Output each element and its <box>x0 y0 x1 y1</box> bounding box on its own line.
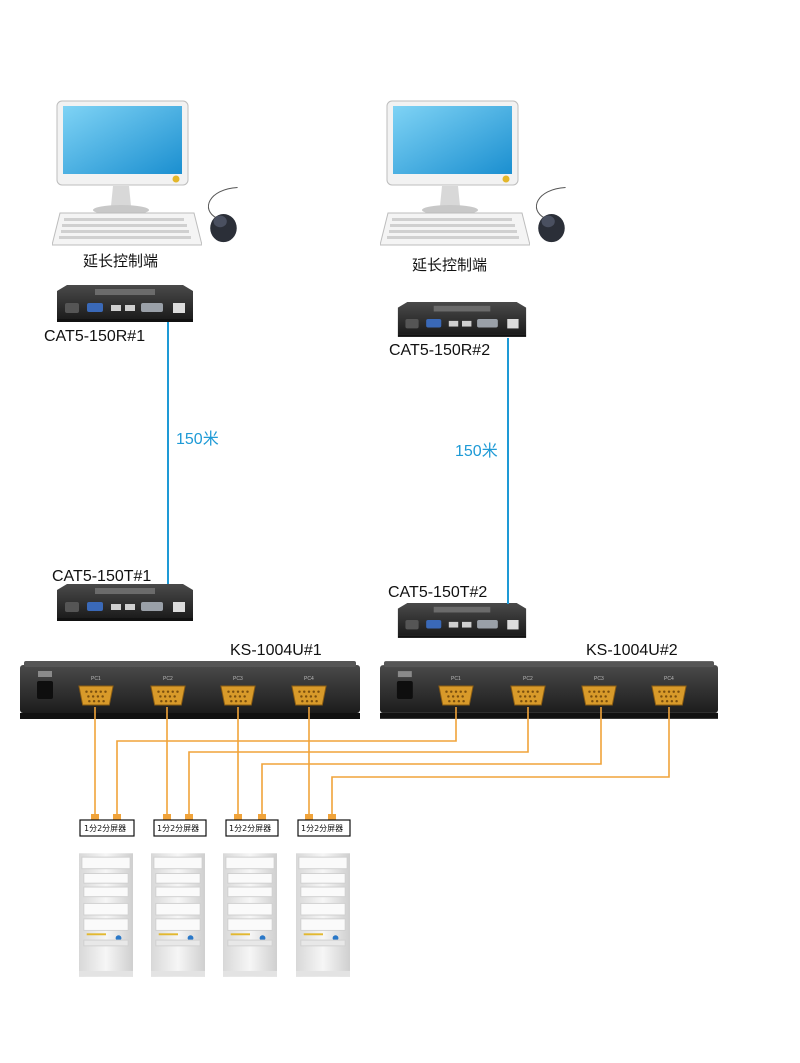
vga-port-icon <box>220 685 256 706</box>
vga-cable <box>261 707 602 817</box>
vga-cables <box>94 707 670 817</box>
pc-tower-icon <box>296 852 350 978</box>
console-label: 延长控制端 <box>412 256 487 274</box>
port-label: PC3 <box>594 676 604 682</box>
switch-label: KS-1004U#2 <box>586 642 678 659</box>
vga-port-icon <box>78 685 114 706</box>
keyboard-icon <box>380 212 530 246</box>
distance-label: 150米 <box>176 430 219 448</box>
vga-port-icon <box>291 685 327 706</box>
kvm-extender-icon <box>57 584 193 621</box>
pc-tower-icon <box>151 852 205 978</box>
vga-cable <box>188 707 529 817</box>
console-1: 延长控制端 CAT5-150R#1 150米 CAT5-150T#1 <box>44 100 239 621</box>
mouse-icon <box>207 186 239 243</box>
pc-tower-icon <box>79 852 133 978</box>
receiver-label: CAT5-150R#1 <box>44 328 145 345</box>
port-label: PC2 <box>163 676 173 682</box>
transmitter-label: CAT5-150T#2 <box>388 584 487 601</box>
splitter-4: 1分2分屏器 <box>297 814 351 837</box>
kvm-extender-icon <box>57 285 193 322</box>
splitter-2: 1分2分屏器 <box>153 814 207 837</box>
splitter-label: 1分2分屏器 <box>229 824 271 833</box>
splitter-3: 1分2分屏器 <box>225 814 279 837</box>
pc-tower-icon <box>223 852 277 978</box>
vga-port-icon <box>581 685 617 706</box>
switch-label: KS-1004U#1 <box>230 642 322 659</box>
keyboard-icon <box>52 212 202 246</box>
splitter-icon <box>79 819 135 837</box>
console-2: 延长控制端 CAT5-150R#2 150米 CAT5-150T#2 <box>380 100 567 638</box>
vga-cable <box>116 707 457 817</box>
splitter-label: 1分2分屏器 <box>301 824 343 833</box>
kvm-extender-icon <box>397 603 527 638</box>
port-label: PC2 <box>523 676 533 682</box>
splitter-icon <box>297 819 351 837</box>
distance-label: 150米 <box>455 442 498 460</box>
port-label: PC1 <box>451 676 461 682</box>
splitter-label: 1分2分屏器 <box>84 824 126 833</box>
kvm-extender-icon <box>397 302 527 337</box>
port-label: PC1 <box>91 676 101 682</box>
vga-port-icon <box>510 685 546 706</box>
monitor-icon <box>56 100 189 215</box>
port-label: PC4 <box>664 676 674 682</box>
splitter-icon <box>225 819 279 837</box>
receiver-label: CAT5-150R#2 <box>389 342 490 359</box>
kvm-switch-2: KS-1004U#2 PC1 PC2 PC3 PC4 <box>380 642 718 719</box>
transmitter-label: CAT5-150T#1 <box>52 568 151 585</box>
mouse-icon <box>535 186 567 243</box>
console-label: 延长控制端 <box>83 252 158 270</box>
vga-port-icon <box>150 685 186 706</box>
port-label: PC3 <box>233 676 243 682</box>
monitor-icon <box>386 100 519 215</box>
vga-port-icon <box>651 685 687 706</box>
port-label: PC4 <box>304 676 314 682</box>
splitter-icon <box>153 819 207 837</box>
splitter-1: 1分2分屏器 <box>79 814 135 837</box>
vga-port-icon <box>438 685 474 706</box>
vga-cable <box>331 707 670 817</box>
splitter-label: 1分2分屏器 <box>157 824 199 833</box>
kvm-switch-1: KS-1004U#1 PC1 PC2 PC3 PC4 <box>20 642 360 719</box>
